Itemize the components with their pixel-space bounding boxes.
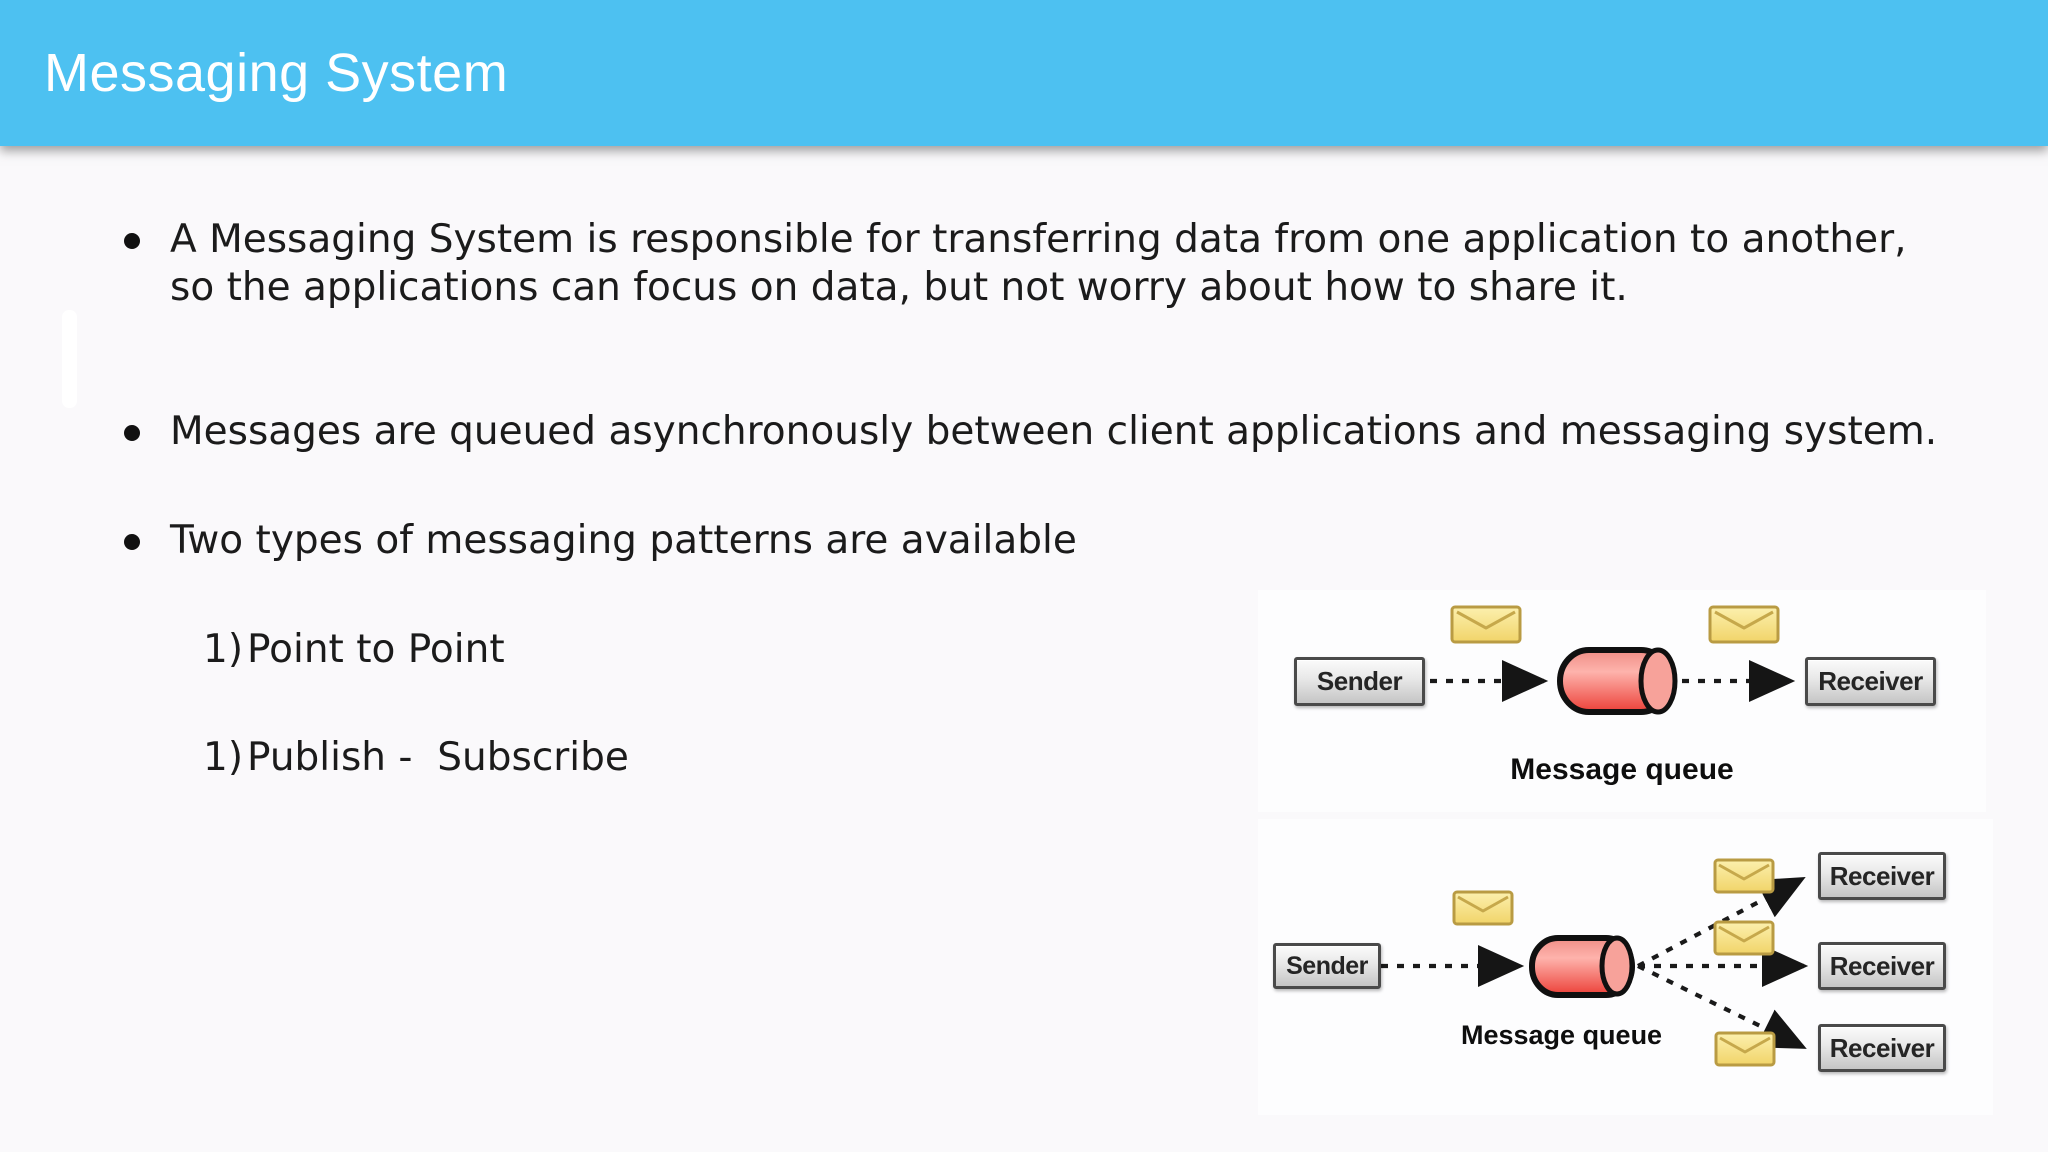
message-envelope-icon	[1713, 858, 1775, 894]
diagram-graphics	[1381, 858, 1809, 1067]
bullet-item: Two types of messaging patterns are avai…	[124, 517, 1938, 565]
message-envelope-icon	[1452, 890, 1514, 926]
diagram-publish-subscribe: Sender Receiver Receiver Receiver Messag…	[1258, 819, 1993, 1115]
message-queue-cylinder-icon	[1529, 935, 1635, 998]
bullet-dot-icon	[124, 425, 140, 441]
message-envelope-icon	[1450, 605, 1522, 644]
slide-title: Messaging System	[44, 43, 509, 103]
item-number: 1)	[203, 627, 244, 672]
bullet-dot-icon	[124, 233, 140, 249]
message-queue-cylinder-icon	[1557, 647, 1678, 715]
item-label: Publish - Subscribe	[247, 735, 629, 780]
diagram-caption: Message queue	[1510, 753, 1734, 786]
receiver-node: Receiver	[1805, 657, 1936, 706]
numbered-item: 1)Point to Point	[203, 626, 505, 674]
numbered-item: 1)Publish - Subscribe	[203, 734, 629, 782]
bullet-item: A Messaging System is responsible for tr…	[124, 216, 1938, 312]
bullet-text: Messages are queued asynchronously betwe…	[170, 409, 1938, 454]
item-number: 1)	[203, 735, 244, 780]
header-bar: Messaging System	[0, 0, 2048, 146]
receiver-node: Receiver	[1818, 1024, 1946, 1072]
sender-node: Sender	[1294, 657, 1425, 706]
bullet-dot-icon	[124, 534, 140, 550]
left-edge-marker	[62, 310, 77, 408]
message-envelope-icon	[1708, 605, 1780, 644]
bullet-item: Messages are queued asynchronously betwe…	[124, 408, 1938, 456]
bullet-text: Two types of messaging patterns are avai…	[170, 518, 1077, 563]
message-envelope-icon	[1713, 920, 1775, 956]
receiver-node: Receiver	[1818, 942, 1946, 990]
sender-node: Sender	[1273, 943, 1381, 989]
diagram-point-to-point: Sender Receiver Message queue	[1258, 590, 1986, 812]
diagram-caption: Message queue	[1461, 1020, 1663, 1050]
bullet-text: A Messaging System is responsible for tr…	[170, 217, 1907, 310]
message-envelope-icon	[1714, 1031, 1776, 1067]
item-label: Point to Point	[247, 627, 505, 672]
diagram-graphics	[1430, 605, 1796, 715]
receiver-node: Receiver	[1818, 852, 1946, 900]
